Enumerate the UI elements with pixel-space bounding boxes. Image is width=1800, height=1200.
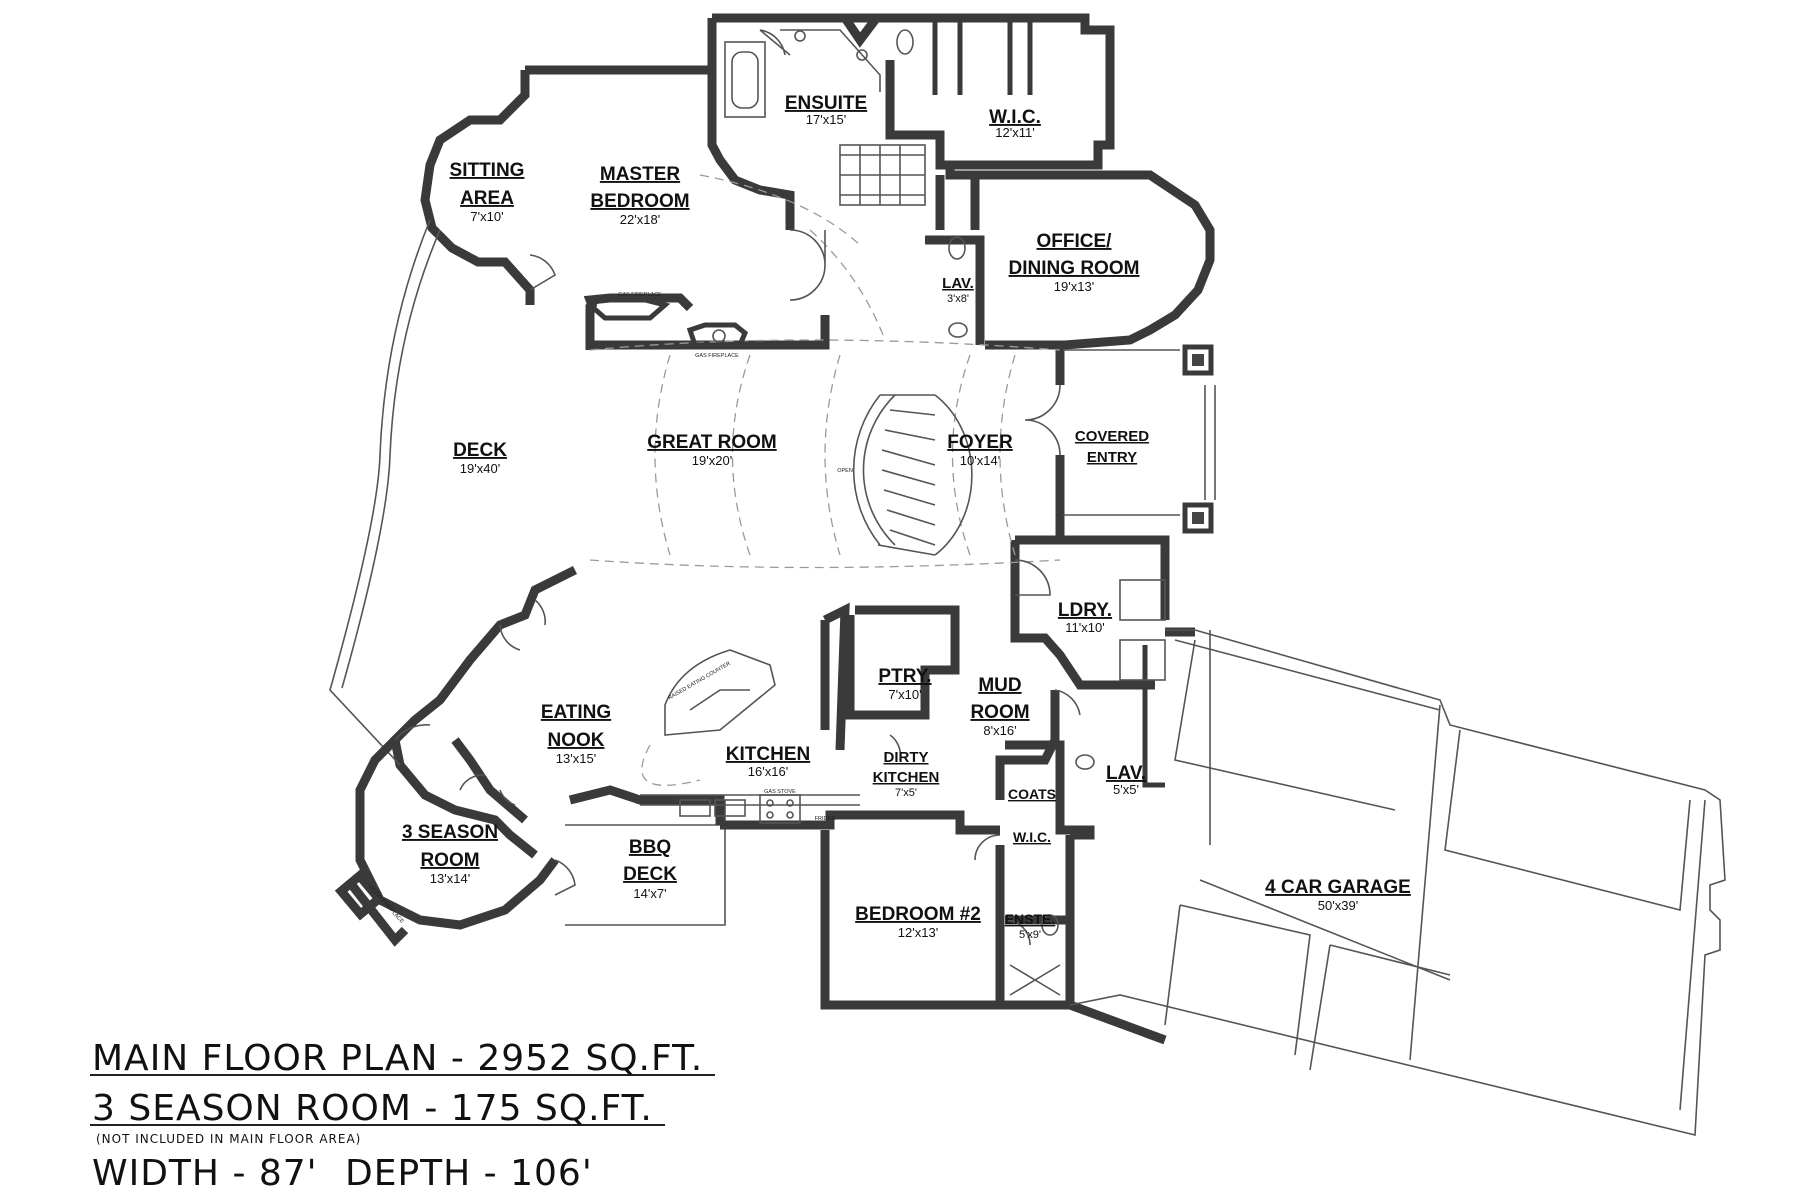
garage-dim: 50'x39' bbox=[1318, 898, 1358, 913]
bedroom2-dim: 12'x13' bbox=[898, 925, 938, 940]
bbq-deck-dim: 14'x7' bbox=[633, 886, 666, 901]
mud-room-name-1: MUD bbox=[978, 675, 1021, 696]
eating-nook-dim: 13'x15' bbox=[556, 751, 596, 766]
garage-name: 4 CAR GARAGE bbox=[1265, 877, 1411, 898]
mud-room-name-2: ROOM bbox=[970, 702, 1029, 723]
season-room-dim: 13'x14' bbox=[430, 871, 470, 886]
season-room-name-1: 3 SEASON bbox=[402, 822, 498, 843]
laundry-dim: 11'x10' bbox=[1065, 620, 1104, 635]
deck-name: DECK bbox=[453, 440, 507, 461]
open-stair-label: OPEN bbox=[837, 468, 853, 474]
coats-name: COATS bbox=[1008, 786, 1056, 802]
lav2-dim: 5'x5' bbox=[1113, 782, 1139, 797]
wic-master-dim: 12'x11' bbox=[995, 125, 1034, 140]
sitting-dim: 7'x10' bbox=[470, 209, 503, 224]
pantry-name: PTRY. bbox=[878, 666, 931, 687]
gas-stove-label: GAS STOVE bbox=[764, 789, 796, 795]
gas-fireplace-label-1: GAS FIREPLACE bbox=[618, 292, 662, 298]
fixtures bbox=[585, 29, 1166, 996]
bbq-deck-name-1: BBQ bbox=[629, 837, 671, 858]
pantry-dim: 7'x10' bbox=[888, 687, 921, 702]
master-name-2: BEDROOM bbox=[590, 191, 689, 212]
title-block: MAIN FLOOR PLAN - 2952 SQ.FT. 3 SEASON R… bbox=[90, 1038, 715, 1194]
eating-nook-name-2: NOOK bbox=[548, 730, 605, 751]
dirty-kitchen-name-1: DIRTY bbox=[884, 749, 929, 766]
doors bbox=[394, 29, 1081, 946]
fridge-label: FRIDGE bbox=[815, 816, 836, 822]
covered-entry-name-2: ENTRY bbox=[1087, 449, 1137, 466]
mud-room-dim: 8'x16' bbox=[983, 723, 1016, 738]
room-labels: ENSUITE 17'x15' W.I.C. 12'x11' SITTING A… bbox=[402, 93, 1411, 941]
foyer-name: FOYER bbox=[947, 432, 1013, 453]
raised-counter-label: RAISED EATING COUNTER bbox=[667, 661, 731, 702]
wic2-name: W.I.C. bbox=[1013, 829, 1051, 845]
office-dim: 19'x13' bbox=[1054, 279, 1094, 294]
covered-entry-name-1: COVERED bbox=[1075, 428, 1149, 445]
title-depth: DEPTH - 106' bbox=[345, 1153, 593, 1194]
season-room-name-2: ROOM bbox=[420, 850, 479, 871]
master-name-1: MASTER bbox=[600, 164, 681, 185]
lav1-dim: 3'x8' bbox=[947, 293, 969, 305]
office-name-1: OFFICE/ bbox=[1037, 231, 1113, 252]
eating-nook-name-1: EATING bbox=[541, 702, 611, 723]
lav1-name: LAV. bbox=[942, 275, 974, 292]
great-room-name: GREAT ROOM bbox=[647, 432, 776, 453]
bedroom2-name: BEDROOM #2 bbox=[855, 904, 981, 925]
ensuite-dim: 17'x15' bbox=[806, 112, 846, 127]
ensuite-name: ENSUITE bbox=[785, 93, 867, 114]
title-note: (NOT INCLUDED IN MAIN FLOOR AREA) bbox=[96, 1132, 361, 1146]
master-dim: 22'x18' bbox=[620, 212, 660, 227]
wic-master-name: W.I.C. bbox=[989, 107, 1041, 128]
enste-dim: 5'x9' bbox=[1019, 929, 1041, 941]
dirty-kitchen-dim: 7'x5' bbox=[895, 787, 917, 799]
laundry-name: LDRY. bbox=[1058, 600, 1112, 621]
office-name-2: DINING ROOM bbox=[1009, 258, 1140, 279]
kitchen-dim: 16'x16' bbox=[748, 764, 788, 779]
gas-fireplace-label-2: GAS FIREPLACE bbox=[695, 353, 739, 359]
sitting-name-1: SITTING bbox=[450, 160, 525, 181]
title-season-room: 3 SEASON ROOM - 175 SQ.FT. bbox=[92, 1088, 653, 1129]
enste-name: ENSTE. bbox=[1005, 911, 1056, 927]
lav2-name: LAV. bbox=[1106, 763, 1146, 784]
great-room-dim: 19'x20' bbox=[692, 453, 732, 468]
sitting-name-2: AREA bbox=[460, 188, 514, 209]
bbq-deck-name-2: DECK bbox=[623, 864, 677, 885]
title-main-floor: MAIN FLOOR PLAN - 2952 SQ.FT. bbox=[92, 1038, 703, 1079]
deck-dim: 19'x40' bbox=[460, 461, 500, 476]
walls bbox=[329, 13, 1726, 1137]
title-width: WIDTH - 87' bbox=[92, 1153, 318, 1194]
kitchen-name: KITCHEN bbox=[726, 744, 810, 765]
dirty-kitchen-name-2: KITCHEN bbox=[873, 769, 940, 786]
ceiling-dashes bbox=[589, 174, 1061, 786]
foyer-dim: 10'x14' bbox=[960, 453, 1000, 468]
